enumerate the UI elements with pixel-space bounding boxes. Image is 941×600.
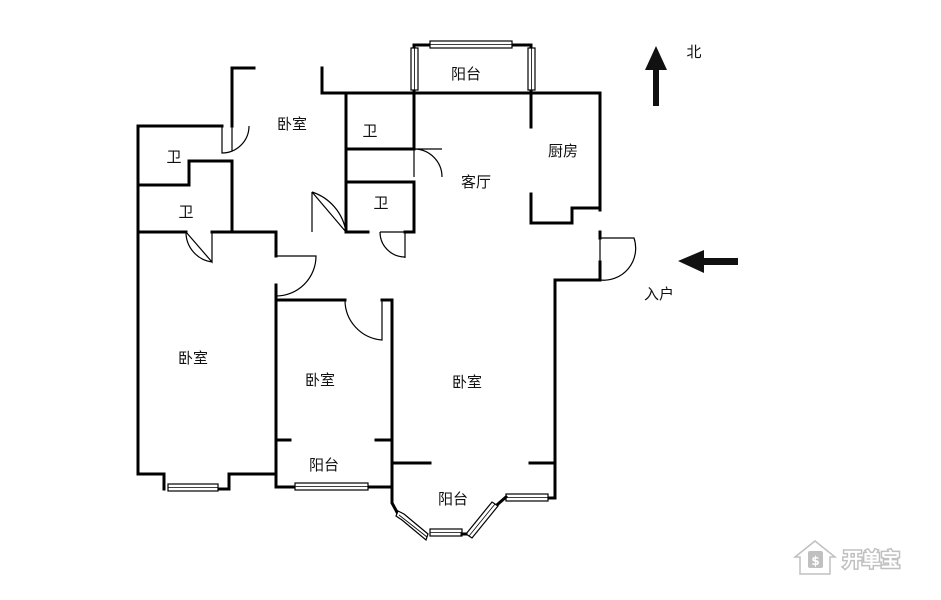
label-balcony-middle: 阳台 (309, 456, 339, 474)
label-bath-center-top: 卫 (362, 122, 377, 140)
watermark: $ 开单宝 (792, 540, 902, 575)
label-bedroom-north: 卧室 (277, 115, 307, 133)
door-entrance (599, 237, 637, 281)
label-balcony-north: 阳台 (451, 65, 481, 83)
label-bath-center-mid: 卫 (373, 194, 388, 212)
entrance-label: 入户 (644, 285, 674, 303)
entrance-marker: 入户 (644, 250, 738, 303)
label-bath-upper-left: 卫 (166, 148, 181, 166)
door-corridor-north (311, 191, 347, 233)
label-kitchen: 厨房 (548, 142, 578, 160)
north-compass: 北 (645, 43, 702, 106)
door-middle-bedroom (344, 299, 383, 341)
door-bath-center-top (413, 148, 443, 178)
label-bedroom-right: 卧室 (452, 373, 482, 391)
door-north-bedroom (221, 125, 250, 154)
label-balcony-bay: 阳台 (438, 490, 468, 508)
label-bedroom-left: 卧室 (178, 349, 208, 367)
door-bath-center-mid (379, 231, 406, 258)
doors (185, 125, 637, 341)
north-arrow-icon (645, 46, 667, 106)
walls (136, 43, 602, 517)
door-bath-lower-left (185, 231, 213, 264)
house-dollar-icon: $ (792, 540, 838, 575)
watermark-brand: 开单宝 (843, 548, 900, 571)
windows (167, 40, 549, 542)
label-bedroom-middle: 卧室 (305, 371, 335, 389)
room-labels: 阳台 卧室 卫 卫 卫 卫 厨房 客厅 卧室 卧室 卧室 阳台 阳台 (166, 65, 578, 508)
svg-text:$: $ (811, 554, 819, 568)
north-label: 北 (686, 43, 701, 61)
label-living-room: 客厅 (461, 173, 491, 191)
door-corridor-west (275, 255, 317, 297)
entrance-arrow-icon (678, 250, 738, 273)
label-bath-lower-left: 卫 (178, 203, 193, 221)
